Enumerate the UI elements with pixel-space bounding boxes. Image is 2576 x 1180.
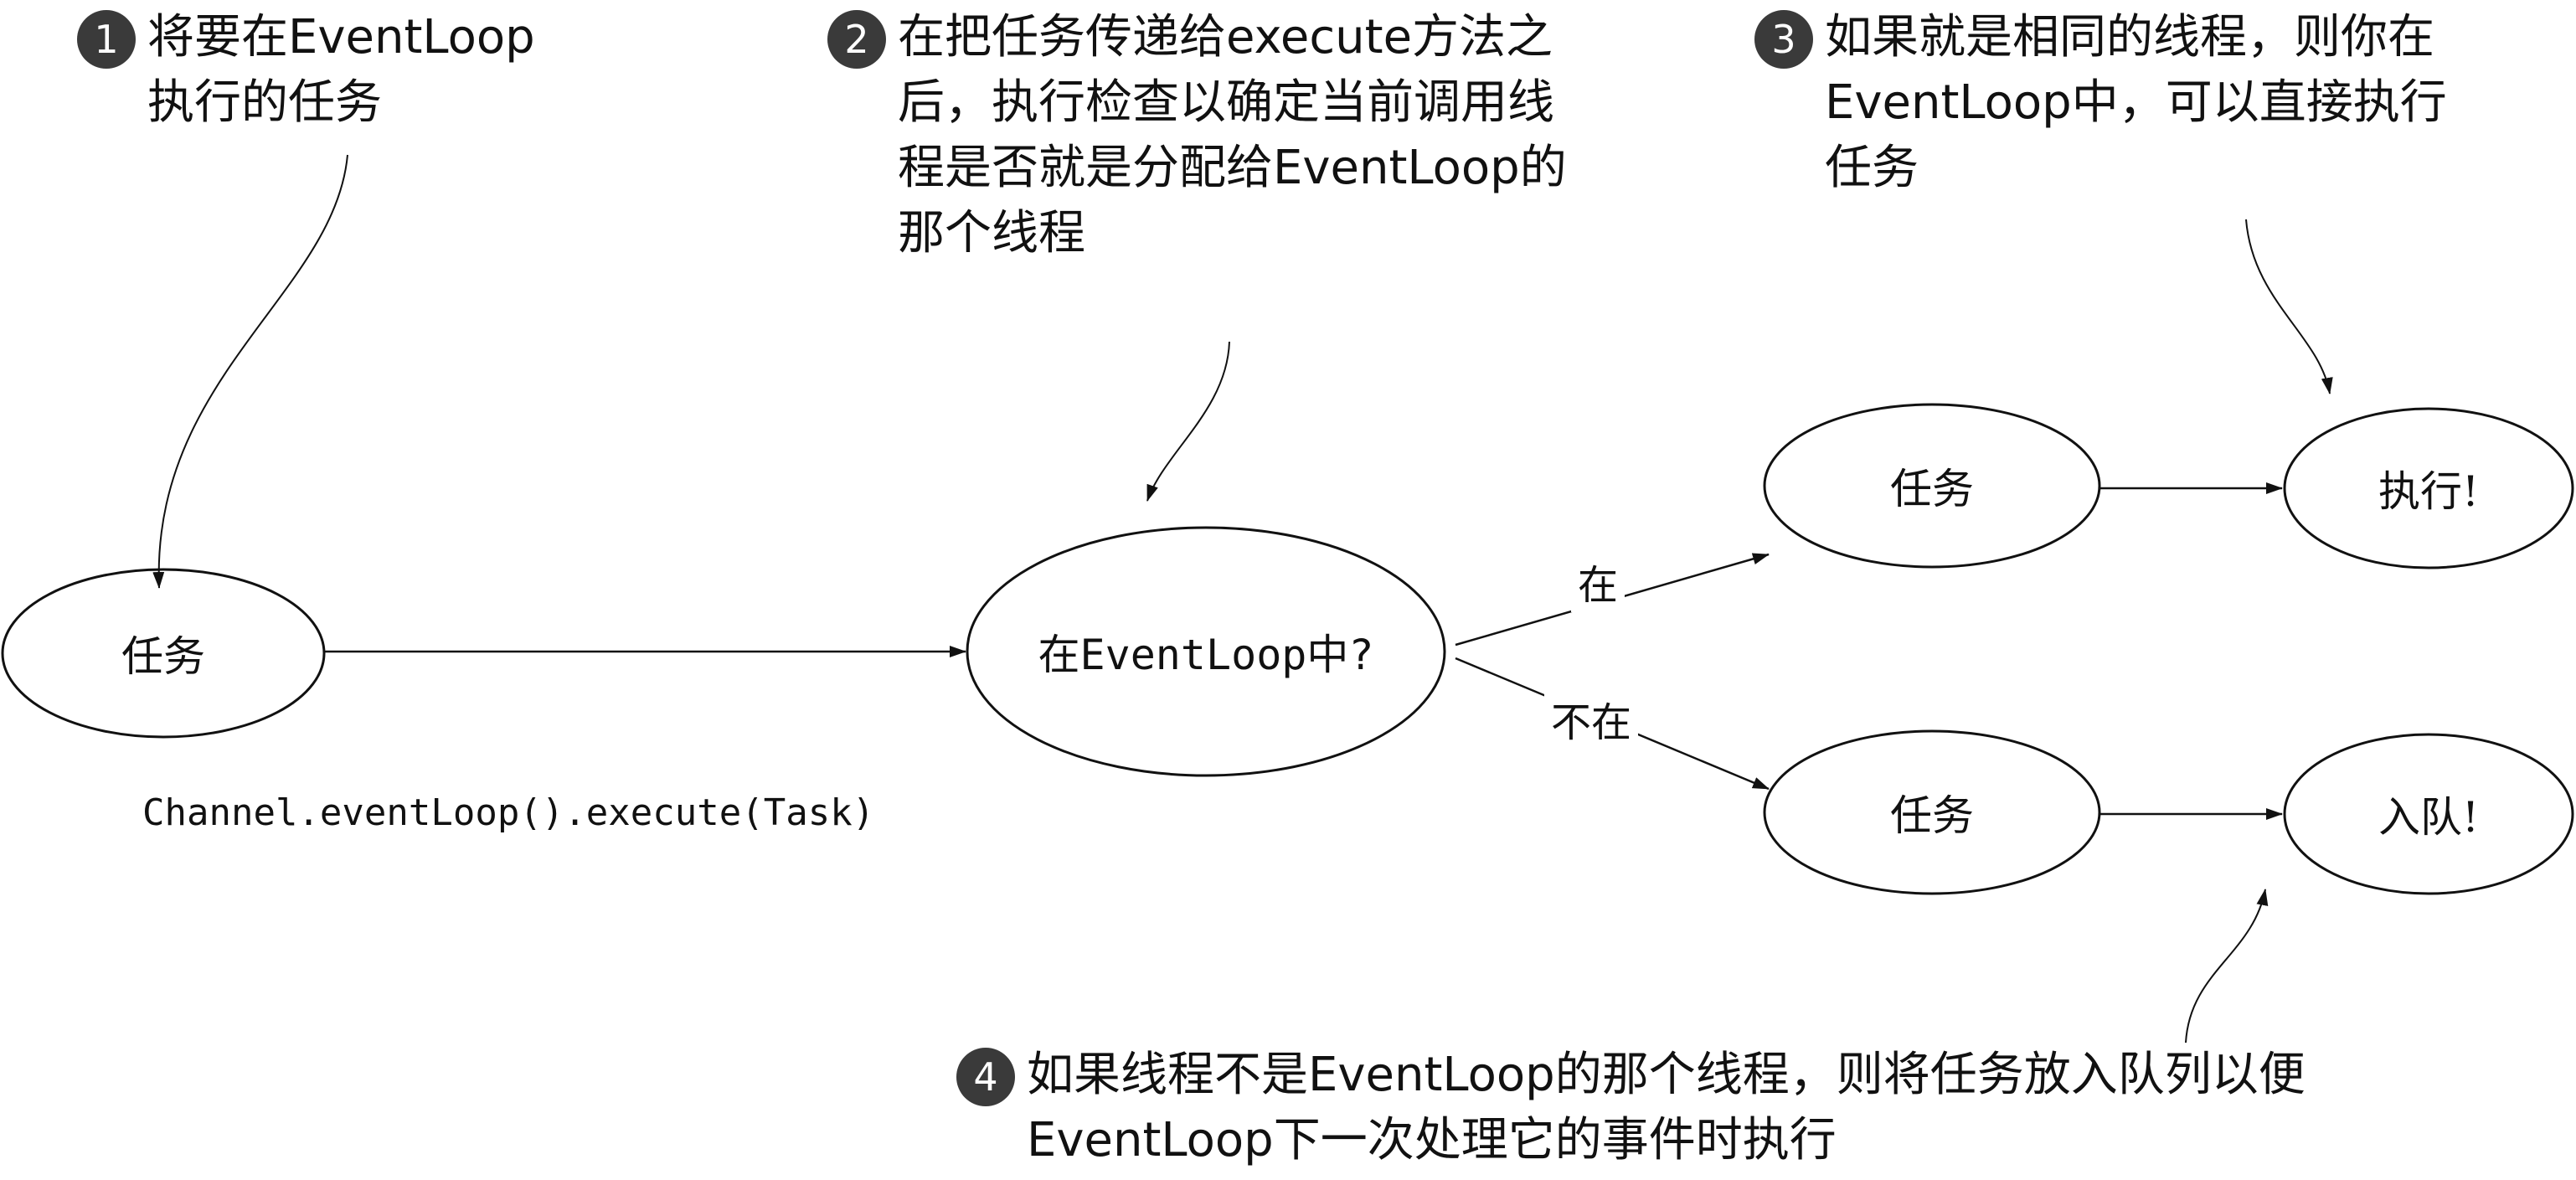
callout-text: 如果就是相同的线程，则你在 EventLoop中，可以直接执行 任务 — [1825, 10, 2447, 195]
node-enqueue-label: 入队! — [2378, 793, 2480, 842]
node-task-yes-label: 任务 — [1890, 465, 1974, 513]
node-task-yes — [1763, 403, 2101, 569]
node-task-start-label: 任务 — [121, 632, 205, 681]
node-enqueue — [2283, 733, 2574, 895]
node-task-no — [1763, 729, 2101, 895]
callout-number-badge: 3 — [1754, 10, 1813, 69]
callout-note-3: 3 如果就是相同的线程，则你在 EventLoop中，可以直接执行 任务 — [1754, 5, 2558, 201]
callout-text: 在把任务传递给execute方法之 后，执行检查以确定当前调用线 程是否就是分配… — [898, 10, 1567, 260]
callout-note-4: 4 如果线程不是EventLoop的那个线程，则将任务放入队列以便 EventL… — [956, 1043, 2564, 1173]
callout-note-1: 1 将要在EventLoop 执行的任务 — [77, 5, 680, 136]
callout-note-2: 2 在把任务传递给execute方法之 后，执行检查以确定当前调用线 程是否就是… — [827, 5, 1715, 266]
node-task-no-label: 任务 — [1890, 791, 1974, 840]
callout-number-badge: 4 — [956, 1048, 1015, 1106]
callout-arrow-2 — [1146, 341, 1230, 502]
node-in-eventloop-label: 在EventLoop中? — [1038, 631, 1374, 679]
callout-arrow-1 — [152, 154, 348, 589]
callout-text: 将要在EventLoop 执行的任务 — [147, 10, 535, 130]
node-in-eventloop — [966, 526, 1446, 777]
callout-number-badge: 2 — [827, 10, 886, 69]
node-task-start — [1, 568, 326, 739]
callout-arrow-3 — [2245, 219, 2333, 394]
code-caption: Channel.eventLoop().execute(Task) — [142, 791, 875, 834]
callout-number-badge: 1 — [77, 10, 136, 69]
node-execute-label: 执行! — [2378, 467, 2480, 516]
edge-no-label: 不在 — [1543, 688, 1639, 750]
node-execute — [2283, 407, 2574, 569]
callout-arrow-4 — [2185, 889, 2269, 1043]
callout-text: 如果线程不是EventLoop的那个线程，则将任务放入队列以便 EventLoo… — [1027, 1048, 2306, 1167]
edge-yes-label: 在 — [1570, 550, 1625, 612]
